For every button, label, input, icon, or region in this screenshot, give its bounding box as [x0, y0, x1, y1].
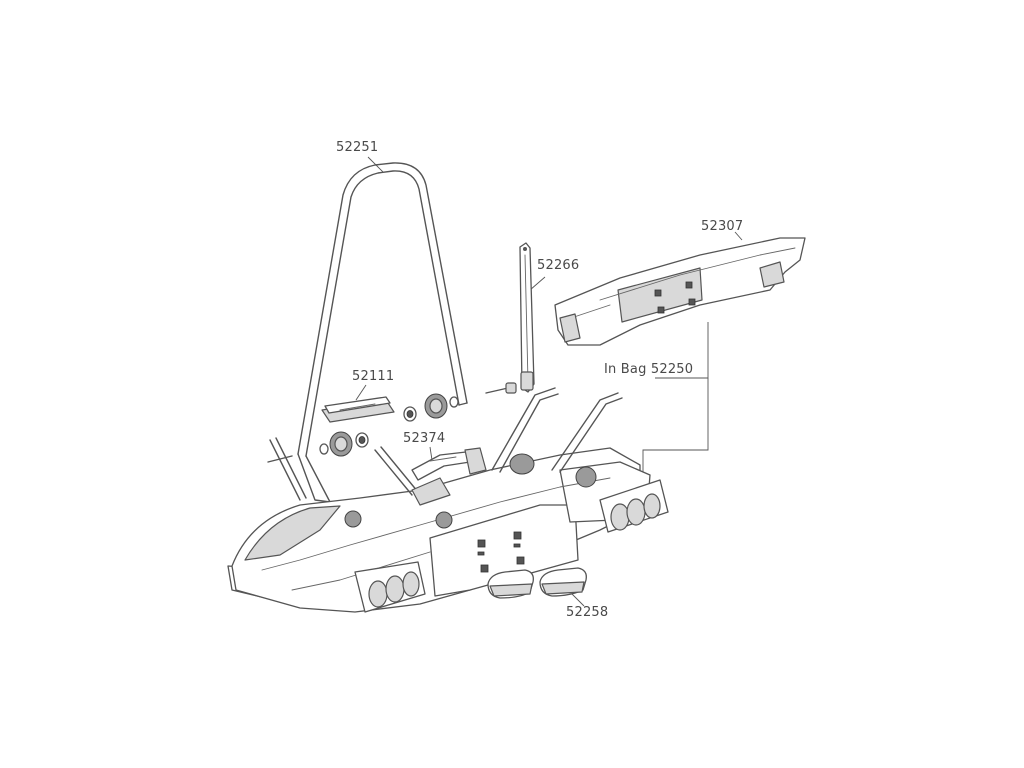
- cover-plate-part: [321, 396, 395, 423]
- label-rack-frame: 52251: [336, 140, 379, 155]
- leader-52374: [429, 446, 433, 461]
- bolt-part: [485, 382, 517, 394]
- knob-hardware: [319, 393, 459, 457]
- right-tail-light: [599, 479, 669, 533]
- leader-bag-top: [655, 322, 709, 379]
- leader-lines: [355, 156, 743, 607]
- carrier-body: [227, 447, 651, 613]
- leader-52307: [734, 231, 743, 241]
- label-lamp-bar: 52307: [701, 219, 744, 234]
- lamp-bar-part: [554, 237, 806, 346]
- u-frame-part: [297, 162, 468, 503]
- label-foot-pad: 52258: [566, 605, 609, 620]
- strap-part: [519, 242, 535, 393]
- label-strap: 52266: [537, 258, 580, 273]
- wheel-arms: [267, 387, 623, 529]
- left-tail-light: [354, 561, 426, 613]
- label-bracket: 52374: [403, 431, 446, 446]
- label-bag: In Bag 52250: [604, 362, 694, 377]
- label-knob-cover: 52111: [352, 369, 395, 384]
- leader-52111: [355, 384, 367, 401]
- bracket-part: [411, 451, 471, 481]
- leader-52266: [529, 276, 546, 291]
- leader-bag-bottom: [642, 378, 709, 478]
- foot-pads: [487, 567, 587, 599]
